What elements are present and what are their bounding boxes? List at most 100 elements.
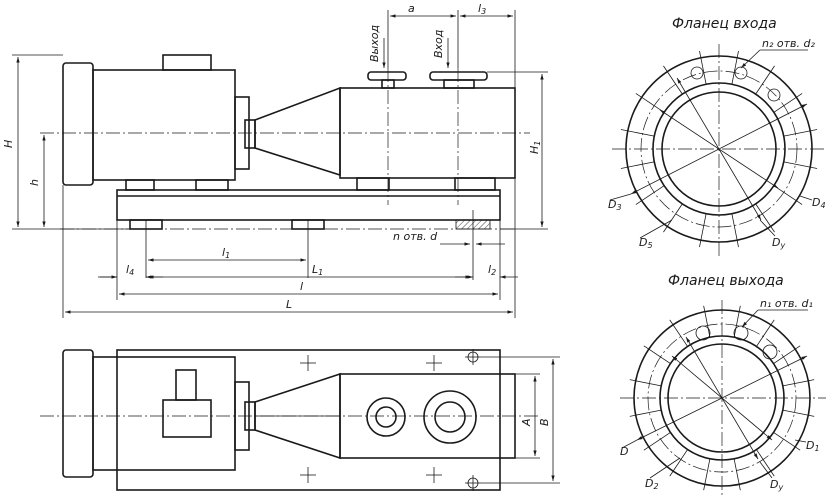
label-L: L: [286, 298, 292, 311]
left-dimensions: H h: [2, 54, 130, 230]
terminal-box-stem: [175, 369, 197, 401]
radial-line: [663, 203, 683, 233]
radial-line: [783, 161, 818, 169]
label-Dy-outlet: Dу: [770, 478, 783, 492]
front-view: [40, 54, 530, 280]
radial-line: [620, 129, 655, 137]
outlet-flange-view: Фланец выхода n₁ отв. d₁ D D2 D1 Dу: [620, 273, 826, 495]
label-H1: H1: [528, 141, 542, 154]
holes-leader: [741, 309, 759, 328]
base-frame: [116, 189, 501, 221]
label-vyhod: Выход: [368, 25, 381, 62]
outlet-flange-title: Фланец выхода: [668, 273, 784, 289]
motor-end-cap-top: [62, 349, 94, 478]
outlet-holes-label: n₁ отв. d₁: [760, 297, 813, 310]
label-D: D: [620, 445, 628, 458]
leader: [759, 461, 773, 479]
inlet-bore-top: [434, 401, 466, 433]
motor-body: [92, 69, 236, 181]
radial-line: [756, 449, 775, 477]
label-l2: l2: [488, 263, 496, 277]
radial-line: [699, 50, 707, 85]
radial-line: [620, 161, 655, 169]
pump-foot: [356, 177, 390, 191]
label-n-otv-d: n отв. d: [393, 230, 438, 243]
label-D2: D2: [645, 477, 659, 491]
radial-line: [699, 213, 707, 248]
radial-line: [783, 129, 818, 137]
inlet-flange-title: Фланец входа: [672, 16, 777, 32]
bottom-dimensions: l1 n отв. d l4 L1 l2 l L: [62, 178, 518, 318]
label-l3: l3: [478, 2, 486, 16]
label-l4: l4: [126, 263, 134, 277]
radial-line: [755, 203, 775, 233]
label-D4: D4: [812, 196, 826, 210]
leader: [794, 439, 807, 443]
radial-line: [663, 65, 683, 95]
radial-line: [773, 345, 801, 364]
inlet-flange-view: Фланец входа n₂ отв. d₂ D3 D5 D4 Dу: [608, 16, 826, 256]
pump-foot: [454, 177, 496, 191]
radial-line: [731, 50, 739, 85]
label-H: H: [2, 140, 15, 148]
outlet-flange-top: [366, 397, 406, 437]
label-l1: l1: [222, 246, 230, 260]
label-h: h: [28, 179, 41, 186]
leader: [639, 219, 673, 239]
outlet-bolt-hole: [762, 344, 778, 360]
leader: [759, 219, 776, 237]
base-frame-top: [116, 349, 501, 491]
outlet-bore-top: [375, 406, 397, 428]
top-dimensions: a l3 Выход Вход: [368, 2, 516, 88]
outlet-flange: [367, 71, 407, 81]
radial-line: [635, 185, 665, 205]
label-Dy-inlet: Dу: [772, 236, 785, 250]
holes-leader: [740, 49, 761, 69]
radial-line: [773, 93, 803, 113]
radial-line: [669, 319, 688, 347]
label-L1: L1: [312, 263, 323, 277]
radial-line: [731, 213, 739, 248]
dim-D2: [685, 336, 759, 460]
motor-foot: [125, 179, 155, 191]
radial-line: [733, 458, 741, 491]
inlet-neck: [443, 79, 475, 89]
radial-line: [733, 305, 741, 338]
radial-line: [669, 449, 688, 477]
label-D1: D1: [806, 439, 820, 453]
radial-line: [635, 93, 665, 113]
inlet-flange-top: [423, 390, 477, 444]
inlet-flange: [429, 71, 488, 81]
label-vhod: Вход: [432, 30, 445, 58]
terminal-box-top: [162, 399, 212, 438]
leader: [649, 457, 681, 479]
motor-body-top: [92, 356, 236, 471]
label-a: a: [408, 2, 415, 15]
label-B: B: [538, 418, 551, 426]
leader: [621, 439, 638, 449]
radial-line: [773, 432, 801, 451]
motor-end-cap: [62, 62, 94, 186]
radial-line: [703, 458, 711, 491]
inlet-bolt-hole: [767, 88, 781, 102]
label-A: A: [520, 418, 533, 427]
motor-foot: [195, 179, 229, 191]
radial-line: [703, 305, 711, 338]
leader: [609, 193, 632, 201]
radial-line: [756, 319, 775, 347]
radial-line: [643, 345, 671, 364]
top-view: A B: [40, 349, 560, 491]
right-dimensions: H1: [487, 71, 548, 230]
label-l: l: [300, 280, 303, 293]
leader: [799, 195, 813, 201]
terminal-box: [162, 54, 212, 71]
dim-D3: [630, 103, 808, 195]
inlet-holes-label: n₂ отв. d₂: [762, 37, 815, 50]
radial-line: [773, 185, 803, 205]
radial-line: [643, 432, 671, 451]
coupling-hub: [244, 119, 256, 149]
label-D3: D3: [608, 198, 622, 212]
cone-adapter: [254, 86, 341, 177]
label-D5: D5: [639, 236, 653, 250]
